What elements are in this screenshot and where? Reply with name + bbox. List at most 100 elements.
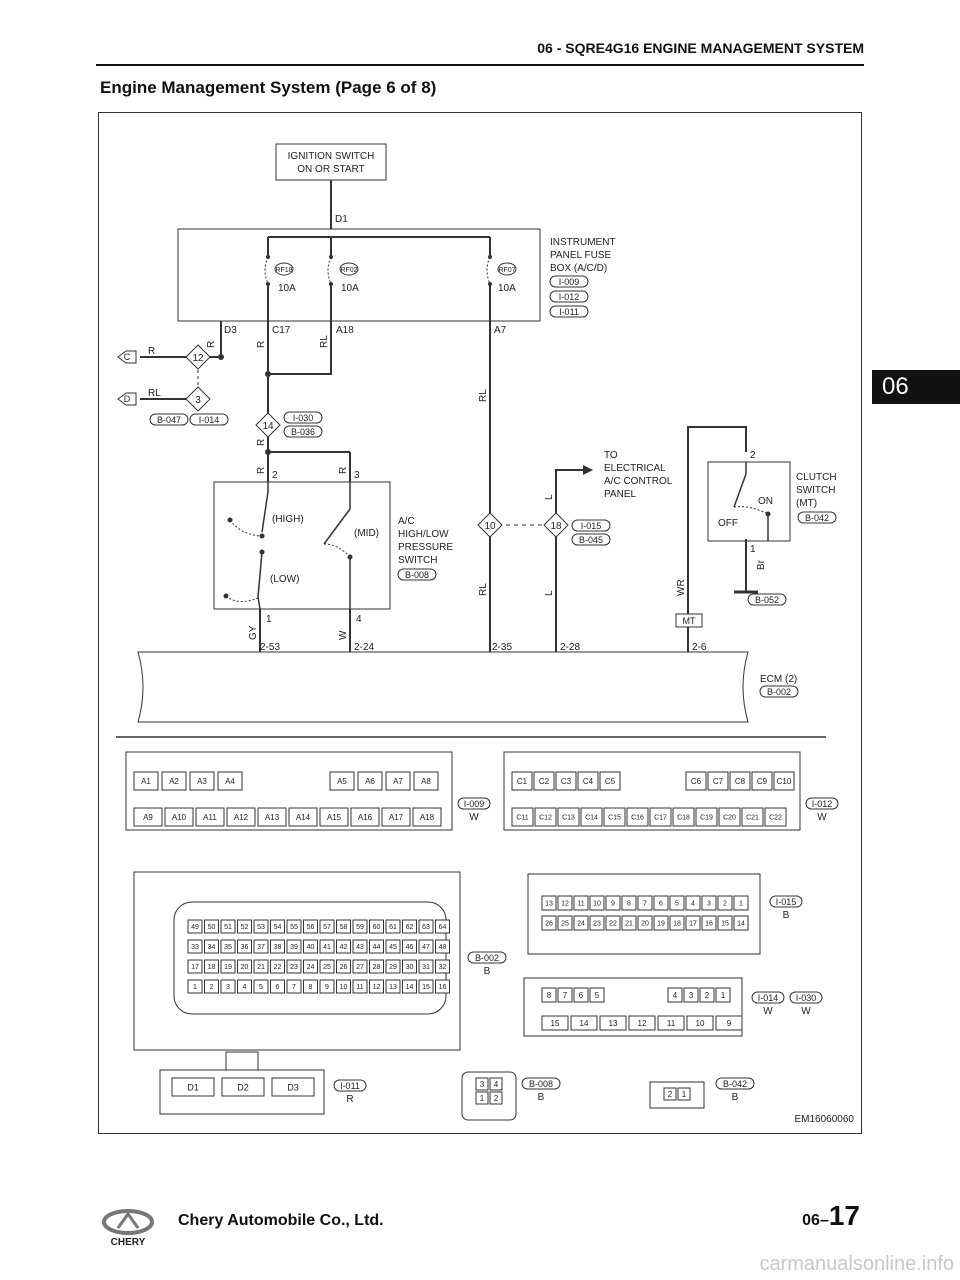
pin-label: A1 — [141, 777, 151, 786]
connector-ref[interactable]: B-008 — [529, 1079, 553, 1089]
pin-label: 52 — [241, 924, 249, 931]
pin-label: 9 — [611, 901, 615, 908]
pin-label: 25 — [561, 921, 569, 928]
connector-ref[interactable]: I-015 — [581, 521, 602, 531]
fusebox-ref[interactable]: I-012 — [559, 292, 580, 302]
connector-ref[interactable]: B-045 — [579, 535, 603, 545]
section-tab[interactable]: 06 — [872, 370, 960, 404]
connector-pin — [418, 919, 434, 934]
connector-pin — [686, 1015, 714, 1031]
pin-label: A10 — [172, 813, 187, 822]
connector-pin — [475, 1077, 489, 1091]
pin-label: 63 — [422, 924, 430, 931]
connector-pin — [707, 771, 729, 791]
connector-ref[interactable]: B-042 — [805, 513, 829, 523]
connector-ref[interactable]: I-009 — [464, 799, 485, 809]
connector-pin — [385, 959, 401, 974]
connector-pin — [653, 895, 669, 911]
panel-label: A/C CONTROL — [604, 476, 673, 487]
connector-pin — [357, 771, 383, 791]
pin-label: 20 — [241, 964, 249, 971]
connector-pin — [412, 807, 442, 827]
pin-label: A11 — [203, 813, 217, 822]
fusebox-ref[interactable]: I-009 — [559, 277, 580, 287]
connector-ref[interactable]: B-036 — [291, 427, 315, 437]
connector-pin — [541, 915, 557, 931]
connector-pin — [628, 1015, 656, 1031]
pin-label: 5 — [675, 901, 679, 908]
connector-pin — [489, 1091, 503, 1105]
connector-color: W — [801, 1006, 811, 1017]
ignition-pin-label: D1 — [335, 214, 348, 225]
section-title: 06 - SQRE4G16 ENGINE MANAGEMENT SYSTEM — [537, 40, 864, 56]
fuse-rating: 10A — [341, 283, 359, 294]
connector-ref[interactable]: I-012 — [812, 799, 833, 809]
wires — [140, 284, 758, 652]
connector-ref[interactable]: I-014 — [758, 993, 779, 1003]
connector-pin — [685, 771, 707, 791]
connector-pin — [557, 807, 580, 827]
connector-pin — [187, 919, 203, 934]
panel-label: PANEL — [604, 489, 636, 500]
page-number: 06–17 — [802, 1200, 860, 1232]
connector-pin — [385, 771, 411, 791]
connector-pin — [369, 979, 384, 994]
pin-label: 5 — [259, 984, 263, 991]
ecm-label: ECM (2) — [760, 674, 797, 685]
connector-pin — [352, 919, 368, 934]
ignition-switch: IGNITION SWITCH ON OR START D1 — [275, 143, 387, 229]
pin-label: D1 — [187, 1083, 199, 1093]
pin-label: D3 — [224, 325, 237, 336]
pin-label: C21 — [746, 815, 759, 822]
pin-label: 14 — [737, 921, 745, 928]
pin-label: 3 — [354, 470, 360, 481]
connector-pin — [605, 915, 621, 931]
ac-state-label: (MID) — [354, 528, 379, 539]
connector-pin — [637, 895, 653, 911]
pin-label: A12 — [234, 813, 249, 822]
pin-label: 6 — [276, 984, 280, 991]
connector-ref[interactable]: B-047 — [157, 415, 181, 425]
connector-ref[interactable]: B-042 — [723, 1079, 747, 1089]
splice-label: 18 — [550, 521, 562, 532]
pin-label: D3 — [287, 1083, 299, 1093]
pin-label: A18 — [336, 325, 354, 336]
pin-label: 4 — [356, 614, 362, 625]
pin-label: 44 — [373, 944, 381, 951]
connector-ref[interactable]: B-002 — [767, 687, 791, 697]
connector-pin — [303, 979, 318, 994]
pin-label: A18 — [420, 813, 435, 822]
wire-color: GY — [248, 625, 259, 640]
connector-pin — [573, 895, 589, 911]
panel-label: ELECTRICAL — [604, 463, 666, 474]
offpage-label: D — [124, 394, 131, 404]
pin-label: C20 — [723, 815, 736, 822]
ecm-pin: 2-53 — [260, 642, 280, 653]
pin-label: C17 — [272, 325, 291, 336]
connector-ref[interactable]: I-030 — [796, 993, 817, 1003]
wire-color: R — [338, 467, 349, 474]
pin-label: 19 — [224, 964, 232, 971]
connector-ref[interactable]: I-014 — [199, 415, 220, 425]
connector-ref[interactable]: B-008 — [405, 570, 429, 580]
pin-label: 6 — [579, 991, 584, 1000]
connector-pin — [695, 807, 718, 827]
connector-ref[interactable]: I-015 — [776, 897, 797, 907]
connector-pin — [303, 959, 318, 974]
connector-ref[interactable]: I-011 — [340, 1081, 360, 1091]
connector-pin — [253, 959, 269, 974]
pin-label: 8 — [627, 901, 631, 908]
pin-label: 24 — [577, 921, 585, 928]
connector-pin — [286, 919, 302, 934]
connector-ref[interactable]: I-030 — [293, 413, 314, 423]
connector-pin — [511, 771, 533, 791]
connector-ref[interactable]: B-002 — [475, 953, 499, 963]
pin-label: 64 — [439, 924, 447, 931]
connector-pin — [435, 939, 450, 954]
ground-ref[interactable]: B-052 — [755, 595, 779, 605]
logo-text: CHERY — [111, 1237, 146, 1248]
fusebox-ref[interactable]: I-011 — [559, 307, 579, 317]
pin-label: A7 — [393, 777, 403, 786]
